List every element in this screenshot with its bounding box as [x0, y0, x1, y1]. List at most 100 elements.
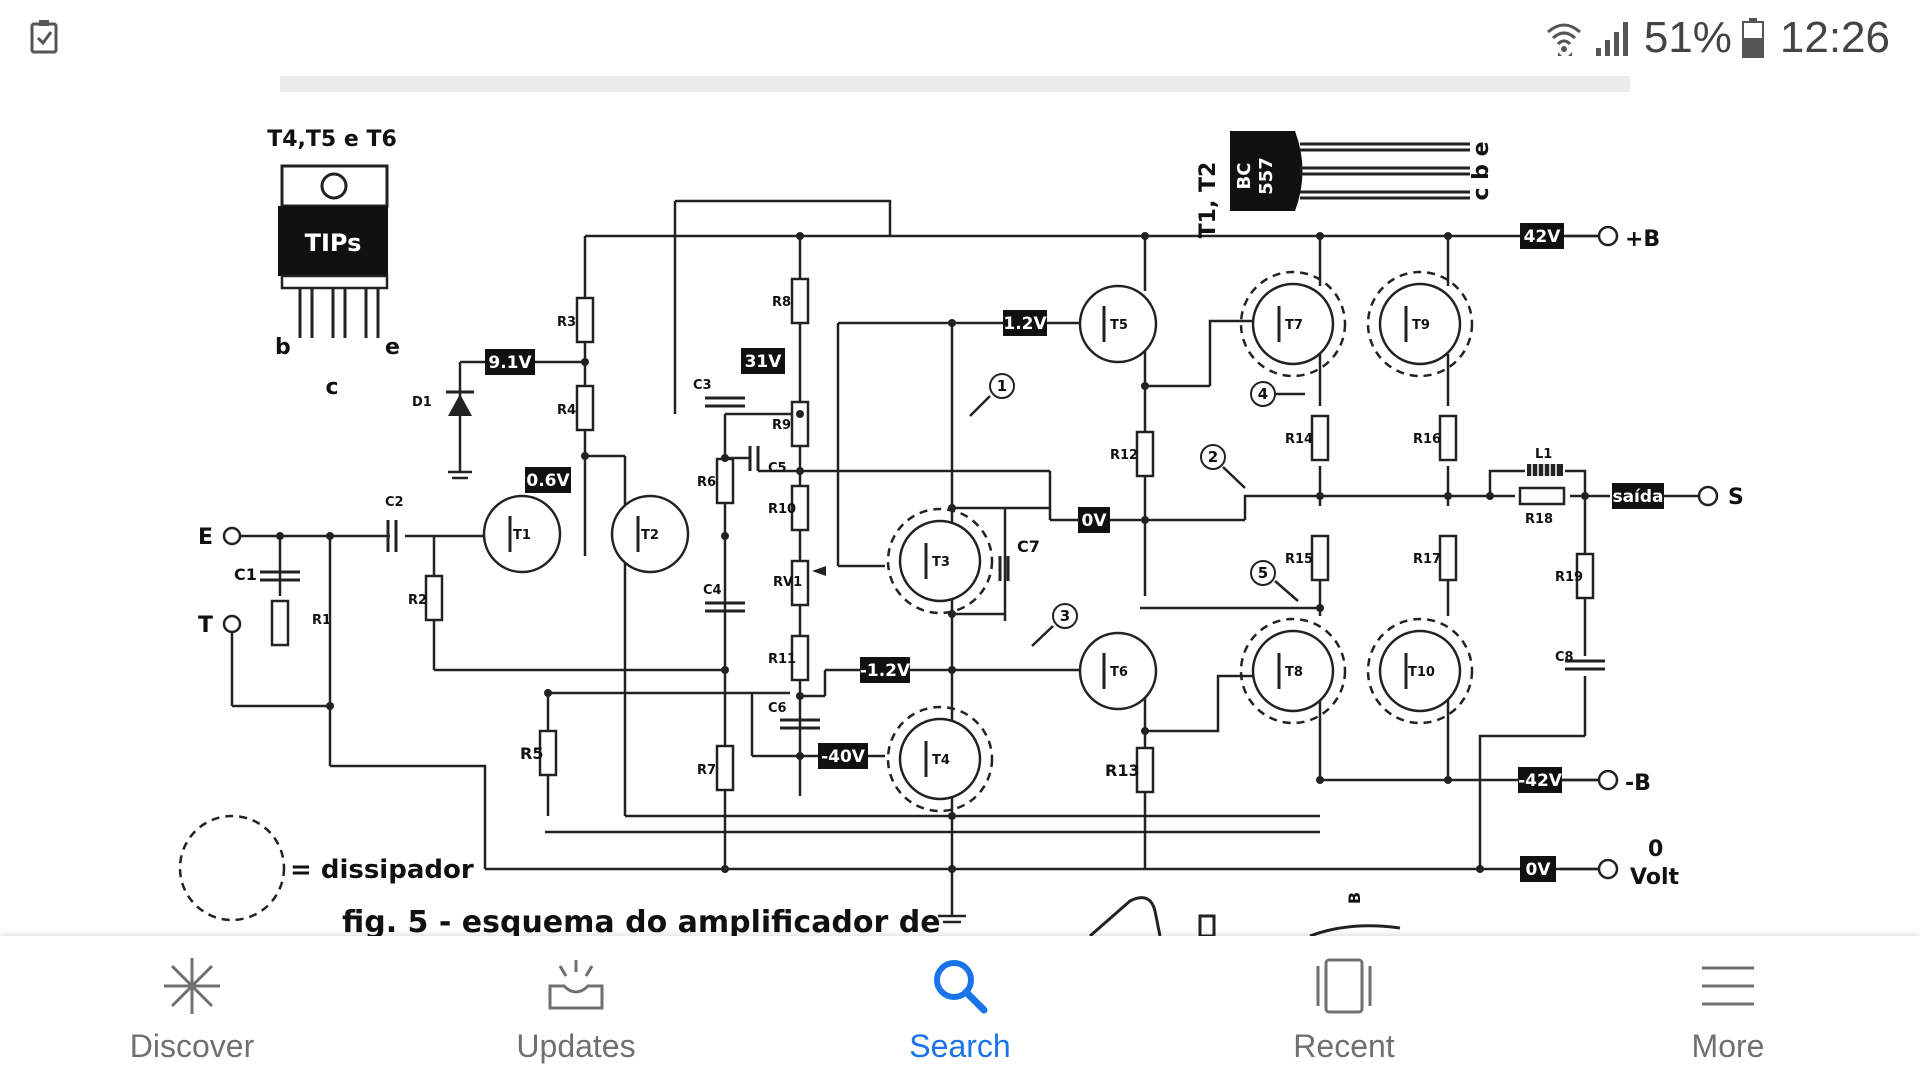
bc-rotated-label: T1, T2 [1196, 162, 1221, 239]
partial-drawings: B [1089, 892, 1401, 936]
bc-pins-label: c b e [1469, 141, 1494, 200]
search-icon [934, 960, 988, 1014]
label-t7: T7 [1285, 318, 1303, 333]
voltage-minus-40v: -40V [821, 747, 866, 767]
label-c1: C1 [234, 565, 257, 584]
tips-package-drawing: T4,T5 e T6 TIPs b c e [267, 127, 400, 400]
rv1-wiper [812, 566, 826, 576]
label-r8: R8 [772, 295, 791, 310]
voltage-0-6v: 0.6V [526, 471, 570, 491]
legend-text: = dissipador [290, 855, 474, 885]
transistors [482, 270, 1474, 813]
label-t1: T1 [513, 528, 531, 543]
label-r1: R1 [312, 613, 331, 628]
tips-pin-c: c [325, 375, 338, 400]
nav-search[interactable]: Search [768, 936, 1152, 1080]
label-r15: R15 [1285, 552, 1313, 567]
label-l1: L1 [1535, 447, 1552, 462]
label-r14: R14 [1285, 432, 1313, 447]
output-label: S [1728, 485, 1744, 510]
output-badge: saída [1612, 487, 1663, 507]
label-t8: T8 [1285, 665, 1303, 680]
label-t2: T2 [641, 528, 659, 543]
signal-icon [1595, 22, 1628, 56]
label-t10: T10 [1408, 665, 1435, 680]
label-c3: C3 [693, 378, 712, 393]
partial-b-label: B [1345, 892, 1364, 904]
bottom-navigation: Discover Updates Search [0, 936, 1920, 1080]
label-c7: C7 [1017, 537, 1040, 556]
clock: 12:26 [1779, 13, 1890, 62]
dissipator-legend: = dissipador [178, 814, 474, 922]
marker-4: 4 [1258, 385, 1268, 403]
label-c5: C5 [768, 461, 787, 476]
label-c8: C8 [1555, 650, 1574, 665]
status-right: 51% 12:26 [1544, 10, 1890, 66]
label-c4: C4 [703, 583, 722, 598]
markers: 1 2 3 4 5 [969, 373, 1305, 647]
label-t3: T3 [932, 555, 950, 570]
label-rv1: RV1 [773, 575, 802, 590]
voltage-31v: 31V [745, 352, 783, 372]
label-c2: C2 [385, 495, 404, 510]
label-r19: R19 [1555, 570, 1583, 585]
ground-label-volt: Volt [1630, 865, 1679, 890]
figure-caption: fig. 5 - esquema do amplificador de [342, 905, 941, 936]
label-r6: R6 [697, 475, 716, 490]
bc557-package-drawing: T1, T2 BC 557 c b e [1196, 131, 1494, 238]
document-viewer[interactable]: 42V -42V 0V saída 9.1V 0.6V 31V 1.2V 0V … [0, 76, 1920, 936]
component-labels: T1 T2 T3 T4 T5 T6 T7 T8 T9 T10 R1 R2 R3 … [234, 295, 1583, 780]
terminals [222, 225, 1719, 880]
tips-pin-b: b [275, 335, 291, 360]
label-r12: R12 [1110, 448, 1138, 463]
junctions [276, 232, 1589, 873]
label-r3: R3 [557, 315, 576, 330]
sparkle-icon [164, 958, 220, 1014]
rail-pos-label: +B [1625, 227, 1660, 252]
label-t5: T5 [1110, 318, 1128, 333]
tips-pin-e: e [385, 335, 400, 360]
label-r2: R2 [408, 593, 427, 608]
marker-1: 1 [997, 377, 1007, 395]
label-r5: R5 [520, 744, 543, 763]
marker-3: 3 [1060, 607, 1070, 625]
wifi-icon [1546, 23, 1581, 56]
nav-label-search: Search [909, 1028, 1011, 1064]
voltage-0v: 0V [1082, 511, 1108, 531]
updates-tray-icon [548, 960, 604, 1010]
capacitors [260, 396, 1605, 730]
bc-number-label: 557 [1256, 157, 1277, 195]
tips-label: TIPs [305, 229, 362, 257]
label-r10: R10 [768, 502, 796, 517]
wires [230, 199, 1700, 924]
label-t9: T9 [1412, 318, 1430, 333]
nav-discover[interactable]: Discover [0, 936, 384, 1080]
voltage-1-2v: 1.2V [1003, 314, 1047, 334]
label-r4: R4 [557, 403, 576, 418]
nav-more[interactable]: More [1536, 936, 1920, 1080]
nav-label-more: More [1691, 1028, 1765, 1064]
label-d1: D1 [412, 395, 432, 410]
nav-updates[interactable]: Updates [384, 936, 768, 1080]
tips-title: T4,T5 e T6 [267, 127, 397, 152]
amplifier-schematic[interactable]: 42V -42V 0V saída 9.1V 0.6V 31V 1.2V 0V … [0, 76, 1920, 936]
menu-icon [1702, 966, 1754, 1006]
rail-neg-badge: -42V [1518, 771, 1563, 791]
bc-part-label: BC [1234, 163, 1255, 190]
ground-badge: 0V [1526, 860, 1552, 880]
nav-label-recent: Recent [1293, 1028, 1395, 1064]
nav-label-updates: Updates [516, 1028, 636, 1064]
checkbox-notification-icon [30, 20, 58, 54]
rail-neg-label: -B [1625, 771, 1651, 796]
nav-recent[interactable]: Recent [1152, 936, 1536, 1080]
marker-5: 5 [1258, 564, 1268, 582]
scan-band [280, 76, 1630, 92]
input-t-label: T [198, 613, 213, 638]
battery-icon [1741, 18, 1764, 58]
status-bar: 51% 12:26 [0, 0, 1920, 76]
voltage-minus-1-2v: -1.2V [860, 661, 911, 681]
resistors [270, 277, 1595, 794]
label-t6: T6 [1110, 665, 1128, 680]
battery-percent: 51% [1643, 13, 1732, 62]
ground-label-0: 0 [1648, 837, 1663, 862]
